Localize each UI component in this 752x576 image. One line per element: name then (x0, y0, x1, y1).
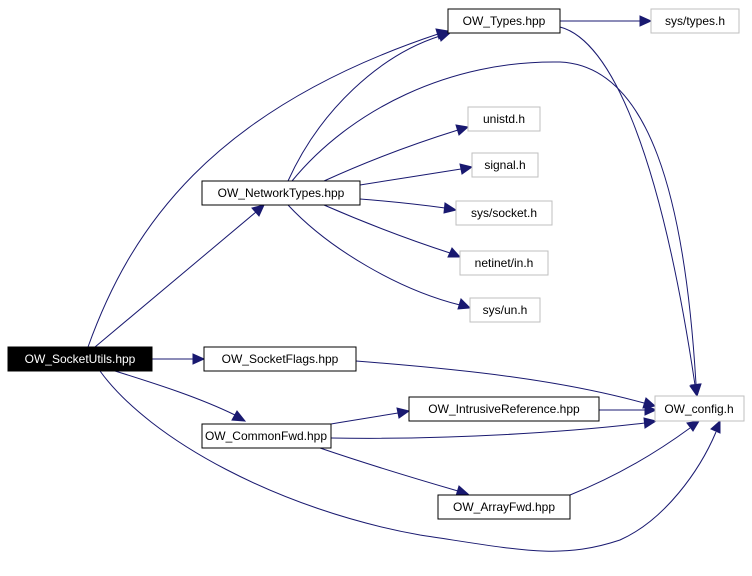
node-socketutils[interactable]: OW_SocketUtils.hpp (7, 346, 153, 372)
edge-commonfwd-intrusive-arrow (396, 407, 411, 419)
edge-networktypes-types (287, 35, 441, 182)
node-signal: signal.h (471, 152, 539, 178)
edge-networktypes-config-arrow (690, 383, 702, 398)
node-systypes-label: sys/types.h (665, 14, 725, 28)
nodes: OW_SocketUtils.hpp OW_Types.hpp sys/type… (7, 8, 745, 520)
node-intrusive-box (408, 396, 600, 422)
edge-networktypes-sysun-arrow (457, 298, 472, 310)
node-unistd-box (467, 106, 541, 132)
node-netinet-label: netinet/in.h (475, 256, 534, 270)
node-signal-label: signal.h (484, 158, 525, 172)
edge-commonfwd-config (330, 422, 646, 439)
edge-networktypes-syssocket-arrow (443, 202, 458, 214)
node-networktypes-box (201, 180, 361, 206)
edge-networktypes-signal (359, 168, 462, 186)
edge-types-config (559, 26, 696, 386)
node-types-label: OW_Types.hpp (463, 14, 546, 28)
edge-arrayfwd-config-arrow (686, 420, 700, 432)
node-syssocket-label: sys/socket.h (471, 206, 537, 220)
edge-networktypes-types-arrow (437, 30, 452, 42)
node-systypes-box (650, 8, 740, 34)
node-sysun: sys/un.h (469, 297, 541, 323)
node-commonfwd[interactable]: OW_CommonFwd.hpp (201, 423, 332, 449)
node-syssocket-box (455, 200, 553, 226)
node-commonfwd-label: OW_CommonFwd.hpp (205, 429, 327, 443)
edge-intrusive-config-arrow (644, 404, 658, 416)
edge-commonfwd-arrayfwd (319, 447, 459, 492)
edge-commonfwd-config-arrow (643, 417, 658, 429)
node-syssocket: sys/socket.h (455, 200, 553, 226)
node-sysun-label: sys/un.h (483, 303, 528, 317)
edge-networktypes-netinet-arrow (447, 247, 462, 258)
node-config-box (654, 395, 745, 422)
node-commonfwd-box (201, 423, 332, 449)
node-socketflags-label: OW_SocketFlags.hpp (222, 352, 339, 366)
node-intrusive-label: OW_IntrusiveReference.hpp (428, 402, 580, 416)
edge-commonfwd-intrusive (330, 412, 399, 425)
node-signal-box (471, 152, 539, 178)
node-socketflags-box (203, 346, 357, 372)
node-systypes: sys/types.h (650, 8, 740, 34)
edge-networktypes-signal-arrow (459, 163, 474, 175)
node-unistd: unistd.h (467, 106, 541, 132)
node-types-box (447, 8, 561, 34)
edge-socketutils-networktypes (94, 211, 257, 348)
edge-types-systypes-arrow (639, 15, 653, 27)
edge-networktypes-unistd (323, 129, 459, 182)
edge-networktypes-unistd-arrow (455, 124, 470, 136)
edge-networktypes-syssocket (359, 198, 446, 209)
edge-socketutils-socketflags-arrow (192, 353, 206, 365)
node-unistd-label: unistd.h (483, 112, 525, 126)
node-arrayfwd-label: OW_ArrayFwd.hpp (453, 500, 555, 514)
edge-socketutils-commonfwd-arrow (231, 410, 247, 422)
edge-socketutils-config-arrow (710, 419, 721, 434)
edge-arrayfwd-config (569, 427, 691, 496)
node-sysun-box (469, 297, 541, 323)
node-arrayfwd[interactable]: OW_ArrayFwd.hpp (437, 494, 571, 520)
edge-networktypes-netinet (323, 204, 451, 254)
node-socketutils-label: OW_SocketUtils.hpp (25, 352, 136, 366)
edge-networktypes-sysun (287, 204, 461, 306)
edges (87, 15, 721, 552)
node-types[interactable]: OW_Types.hpp (447, 8, 561, 34)
edge-socketutils-config (99, 370, 717, 552)
node-netinet: netinet/in.h (459, 250, 549, 276)
node-config: OW_config.h (654, 395, 745, 422)
node-netinet-box (459, 250, 549, 276)
edge-socketutils-commonfwd (114, 370, 236, 416)
node-socketutils-box (7, 346, 153, 372)
edge-socketutils-types (87, 33, 439, 348)
node-arrayfwd-box (437, 494, 571, 520)
node-socketflags[interactable]: OW_SocketFlags.hpp (203, 346, 357, 372)
edge-socketutils-networktypes-arrow (251, 204, 265, 217)
edge-networktypes-config (291, 61, 697, 385)
node-config-label: OW_config.h (664, 402, 733, 416)
node-intrusive[interactable]: OW_IntrusiveReference.hpp (408, 396, 600, 422)
node-networktypes[interactable]: OW_NetworkTypes.hpp (201, 180, 361, 206)
node-networktypes-label: OW_NetworkTypes.hpp (218, 186, 345, 200)
edge-socketflags-config (355, 360, 645, 404)
